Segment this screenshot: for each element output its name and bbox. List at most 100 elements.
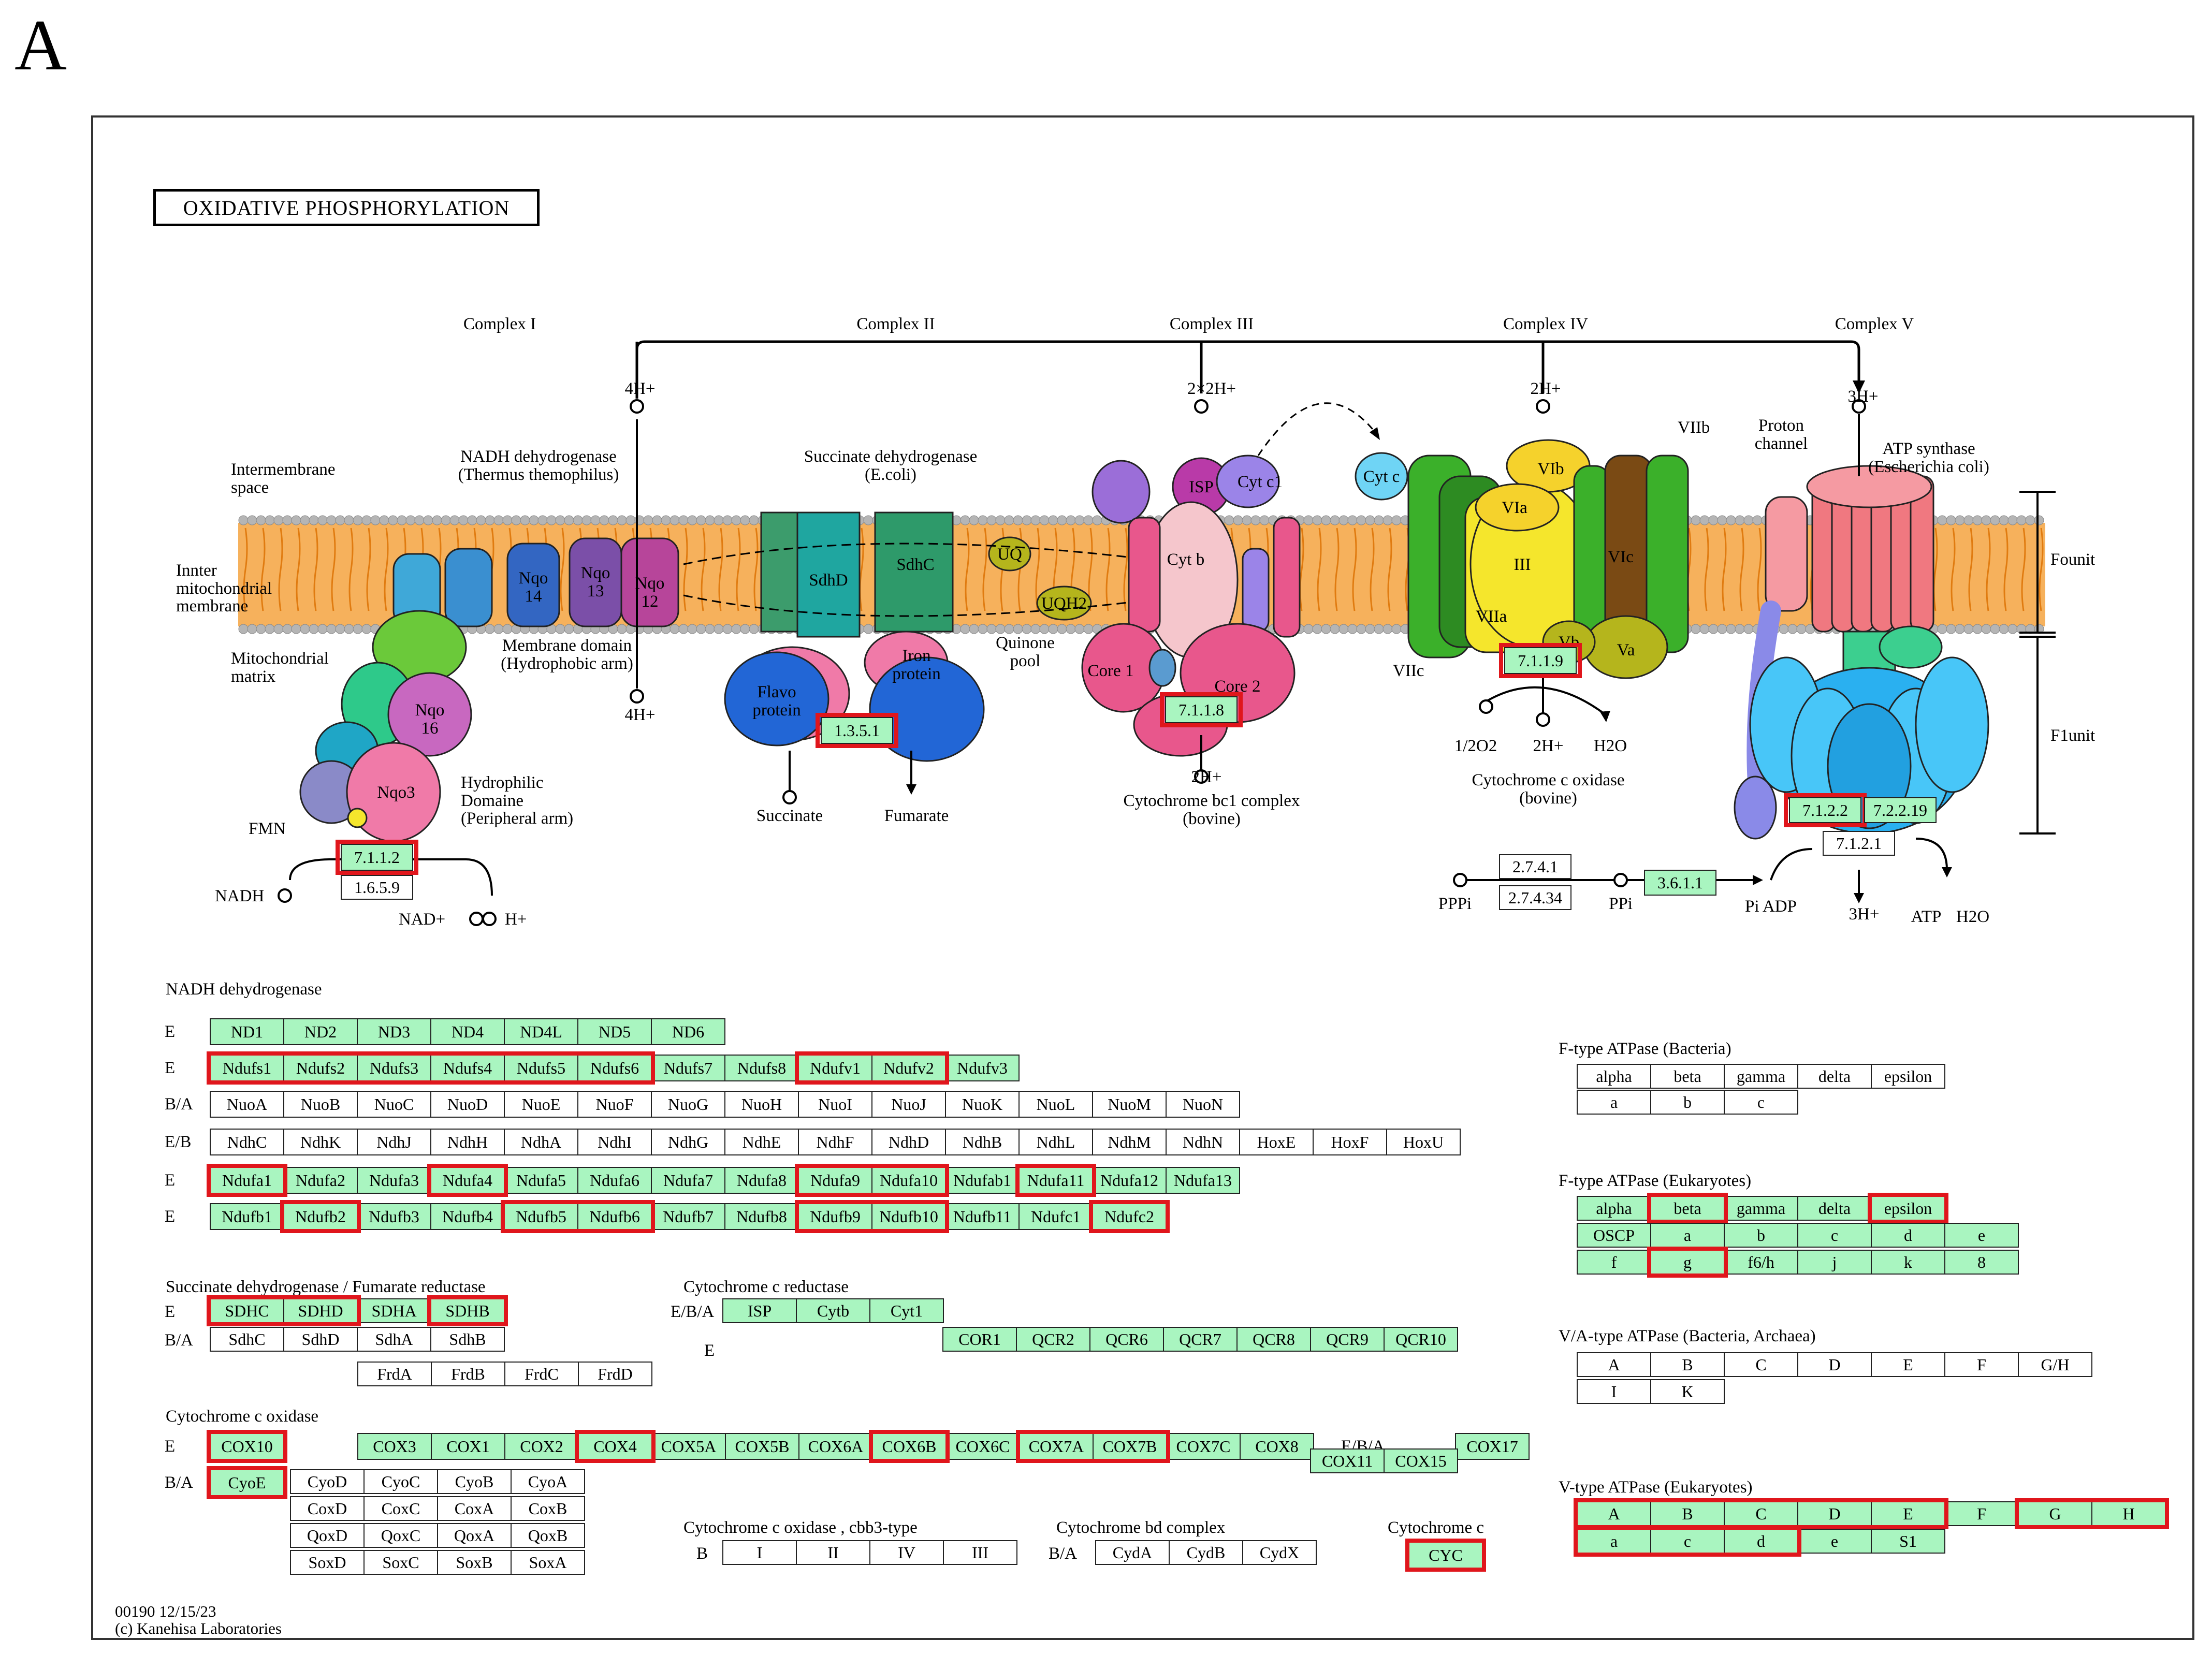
gene-box[interactable]: Cytb xyxy=(796,1298,870,1323)
gene-box[interactable]: OSCP xyxy=(1577,1223,1651,1248)
gene-box[interactable]: ND3 xyxy=(357,1018,431,1045)
gene-box[interactable]: COX2 xyxy=(504,1433,579,1460)
gene-box[interactable]: CyoD xyxy=(290,1469,365,1494)
gene-box[interactable]: gamma xyxy=(1724,1196,1798,1221)
gene-box[interactable]: SoxC xyxy=(363,1550,438,1575)
gene-box[interactable]: ND6 xyxy=(651,1018,725,1045)
ec-box-ec7112[interactable]: 7.1.1.2 xyxy=(341,844,413,871)
gene-box[interactable]: NuoK xyxy=(945,1091,1020,1118)
gene-box[interactable]: FrdC xyxy=(504,1362,579,1386)
gene-box[interactable]: FrdA xyxy=(357,1362,432,1386)
gene-box[interactable]: e xyxy=(1797,1529,1872,1554)
gene-box[interactable]: delta xyxy=(1797,1196,1872,1221)
gene-box[interactable]: NuoB xyxy=(283,1091,358,1118)
gene-box[interactable]: COX8 xyxy=(1240,1433,1314,1460)
gene-box[interactable]: QCR9 xyxy=(1310,1327,1385,1352)
gene-box[interactable]: HoxE xyxy=(1239,1129,1314,1155)
gene-box[interactable]: Ndufab1 xyxy=(945,1167,1020,1194)
gene-box[interactable]: QoxA xyxy=(437,1523,512,1548)
gene-box[interactable]: NuoD xyxy=(430,1091,505,1118)
gene-box[interactable]: Ndufs5 xyxy=(504,1055,578,1081)
gene-box[interactable]: B xyxy=(1650,1501,1725,1526)
gene-box[interactable]: CoxC xyxy=(363,1496,438,1521)
gene-box[interactable]: Ndufc1 xyxy=(1018,1203,1093,1230)
gene-box[interactable]: Ndufa7 xyxy=(651,1167,725,1194)
gene-box[interactable]: SoxD xyxy=(290,1550,365,1575)
gene-box[interactable]: Ndufc2 xyxy=(1092,1203,1167,1230)
gene-box[interactable]: COX3 xyxy=(357,1433,432,1460)
gene-box[interactable]: F xyxy=(1944,1352,2019,1377)
gene-box[interactable]: NuoM xyxy=(1092,1091,1167,1118)
gene-box[interactable]: Ndufa4 xyxy=(430,1167,505,1194)
gene-box[interactable]: Ndufv3 xyxy=(945,1055,1020,1081)
gene-box[interactable]: ND4 xyxy=(430,1018,505,1045)
gene-box[interactable]: g xyxy=(1650,1250,1725,1275)
gene-box[interactable]: delta xyxy=(1797,1064,1872,1089)
gene-box[interactable]: Ndufb4 xyxy=(430,1203,505,1230)
gene-box[interactable]: K xyxy=(1650,1379,1725,1404)
gene-box[interactable]: S1 xyxy=(1871,1529,1945,1554)
ec-box-ec3611[interactable]: 3.6.1.1 xyxy=(1644,870,1716,896)
gene-box[interactable]: COX11 xyxy=(1310,1448,1385,1473)
gene-box[interactable]: d xyxy=(1724,1529,1798,1554)
gene-box[interactable]: Ndufa2 xyxy=(283,1167,358,1194)
gene-box[interactable]: Ndufa6 xyxy=(577,1167,652,1194)
gene-box[interactable]: NdhC xyxy=(210,1129,284,1155)
gene-box[interactable]: CoxB xyxy=(511,1496,585,1521)
gene-box[interactable]: COX7C xyxy=(1166,1433,1241,1460)
gene-box[interactable]: G/H xyxy=(2018,1352,2092,1377)
gene-box[interactable]: COX7B xyxy=(1093,1433,1167,1460)
gene-box[interactable]: NdhL xyxy=(1018,1129,1093,1155)
gene-box[interactable]: CyoA xyxy=(511,1469,585,1494)
gene-box[interactable]: NdhI xyxy=(577,1129,652,1155)
gene-box[interactable]: QoxD xyxy=(290,1523,365,1548)
gene-box[interactable]: Ndufa9 xyxy=(798,1167,872,1194)
gene-box[interactable]: Ndufs2 xyxy=(283,1055,358,1081)
gene-box[interactable]: CoxD xyxy=(290,1496,365,1521)
gene-box[interactable]: QoxC xyxy=(363,1523,438,1548)
gene-box[interactable]: beta xyxy=(1650,1196,1725,1221)
gene-box[interactable]: NuoH xyxy=(724,1091,799,1118)
gene-box[interactable]: Ndufs7 xyxy=(651,1055,725,1081)
gene-box[interactable]: Ndufa10 xyxy=(871,1167,946,1194)
gene-box[interactable]: CyoB xyxy=(437,1469,512,1494)
gene-box[interactable]: beta xyxy=(1650,1064,1725,1089)
gene-box[interactable]: COX17 xyxy=(1455,1433,1530,1460)
gene-box[interactable]: j xyxy=(1797,1250,1872,1275)
gene-box[interactable]: SoxB xyxy=(437,1550,512,1575)
gene-box[interactable]: c xyxy=(1797,1223,1872,1248)
gene-box[interactable]: NdhA xyxy=(504,1129,578,1155)
ec-box-ec7122[interactable]: 7.1.2.2 xyxy=(1789,797,1861,823)
gene-box[interactable]: NdhB xyxy=(945,1129,1020,1155)
gene-box[interactable]: a xyxy=(1577,1090,1651,1115)
gene-box[interactable]: COX5A xyxy=(651,1433,726,1460)
gene-box[interactable]: NuoC xyxy=(357,1091,431,1118)
gene-box[interactable]: CydX xyxy=(1242,1540,1317,1565)
gene-box[interactable]: epsilon xyxy=(1871,1196,1945,1221)
gene-box[interactable]: COX10 xyxy=(210,1433,284,1460)
ec-box-ec1659[interactable]: 1.6.5.9 xyxy=(341,875,413,900)
gene-box[interactable]: Ndufb1 xyxy=(210,1203,284,1230)
gene-box[interactable]: NuoJ xyxy=(871,1091,946,1118)
gene-box[interactable]: NuoF xyxy=(577,1091,652,1118)
gene-box[interactable]: Ndufb6 xyxy=(577,1203,652,1230)
gene-box[interactable]: Ndufb7 xyxy=(651,1203,725,1230)
gene-box[interactable]: Ndufb3 xyxy=(357,1203,431,1230)
gene-box[interactable]: E xyxy=(1871,1501,1945,1526)
gene-box[interactable]: QCR6 xyxy=(1089,1327,1164,1352)
gene-box[interactable]: QCR7 xyxy=(1163,1327,1238,1352)
gene-box[interactable]: Ndufa5 xyxy=(504,1167,578,1194)
gene-box[interactable]: b xyxy=(1650,1090,1725,1115)
gene-box[interactable]: Ndufv2 xyxy=(871,1055,946,1081)
gene-box[interactable]: Ndufb5 xyxy=(504,1203,578,1230)
ec-box-ec7119[interactable]: 7.1.1.9 xyxy=(1504,647,1577,674)
gene-box[interactable]: III xyxy=(943,1540,1017,1565)
gene-box[interactable]: A xyxy=(1577,1352,1651,1377)
gene-box[interactable]: SDHA xyxy=(357,1298,431,1323)
gene-box[interactable]: Ndufa12 xyxy=(1092,1167,1167,1194)
gene-box[interactable]: COX7A xyxy=(1019,1433,1094,1460)
ec-box-ec1351[interactable]: 1.3.5.1 xyxy=(821,717,893,744)
gene-box[interactable]: Ndufa11 xyxy=(1018,1167,1093,1194)
gene-box[interactable]: ND1 xyxy=(210,1018,284,1045)
gene-box[interactable]: D xyxy=(1797,1501,1872,1526)
